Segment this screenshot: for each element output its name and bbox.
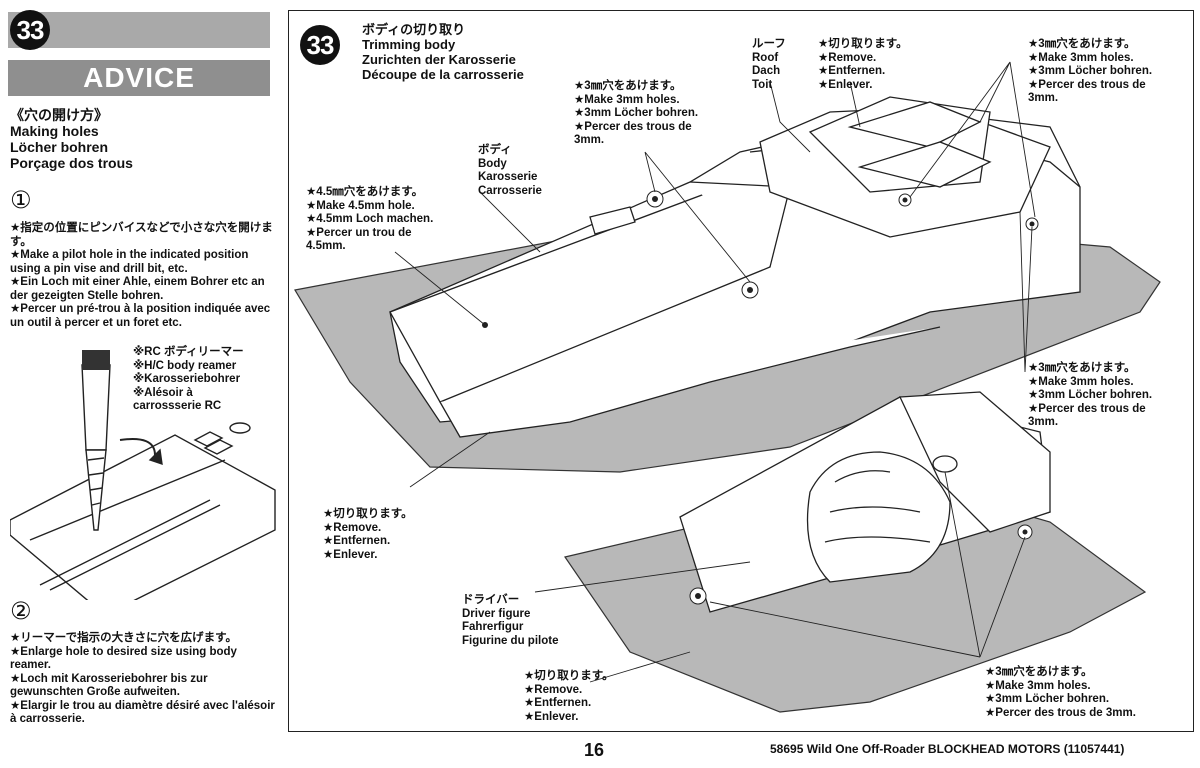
label-remove-bottom: ★切り取ります。 ★Remove. ★Entfernen. ★Enlever. bbox=[524, 670, 614, 723]
main-panel bbox=[288, 10, 1194, 732]
reamer-illustration bbox=[10, 350, 276, 600]
advice-banner: ADVICE bbox=[8, 60, 270, 96]
label-holes-3mm-mid-right: ★3㎜穴をあけます。 ★Make 3mm holes. ★3mm Löcher … bbox=[1028, 362, 1153, 428]
making-holes-heading: 《穴の開け方》 Making holes Löcher bohren Porça… bbox=[10, 107, 133, 171]
label-holes-3mm-top-right: ★3㎜穴をあけます。 ★Make 3mm holes. ★3mm Löcher … bbox=[1028, 38, 1153, 104]
label-remove-roof: ★切り取ります。 ★Remove. ★Entfernen. ★Enlever. bbox=[818, 38, 908, 91]
step-2-instructions: ★リーマーで指示の大きさに穴を広げます。 ★Enlarge hole to de… bbox=[10, 632, 275, 725]
footer-product-text: 58695 Wild One Off-Roader BLOCKHEAD MOTO… bbox=[770, 742, 1125, 756]
label-holes-3mm-bottom-right: ★3㎜穴をあけます。 ★Make 3mm holes. ★3mm Löcher … bbox=[985, 666, 1136, 719]
main-step-number-badge: 33 bbox=[300, 25, 340, 65]
page-number: 16 bbox=[584, 740, 605, 760]
step-number-badge: 33 bbox=[10, 10, 50, 50]
label-hole-4-5mm: ★4.5㎜穴をあけます。 ★Make 4.5mm hole. ★4.5mm Lo… bbox=[306, 186, 434, 252]
label-remove-middle: ★切り取ります。 ★Remove. ★Entfernen. ★Enlever. bbox=[323, 508, 413, 561]
step-1-marker: ① bbox=[10, 186, 32, 214]
main-step-title: ボディの切り取り Trimming body Zurichten der Kar… bbox=[362, 22, 524, 82]
step-2-marker: ② bbox=[10, 597, 32, 625]
label-holes-3mm-top: ★3㎜穴をあけます。 ★Make 3mm holes. ★3mm Löcher … bbox=[574, 80, 699, 146]
label-driver-figure: ドライバー Driver figure Fahrerfigur Figurine… bbox=[462, 594, 559, 647]
label-body: ボディ Body Karosserie Carrosserie bbox=[478, 144, 542, 197]
label-roof: ルーフ Roof Dach Toit bbox=[752, 38, 786, 91]
body-trimming-illustration bbox=[294, 61, 1161, 713]
step-1-instructions: ★指定の位置にピンバイスなどで小さな穴を開けます。 ★Make a pilot … bbox=[10, 222, 273, 329]
reamer-label: ※RC ボディリーマー ※H/C body reamer ※Karosserie… bbox=[133, 346, 244, 412]
step-header-bar bbox=[8, 12, 270, 48]
